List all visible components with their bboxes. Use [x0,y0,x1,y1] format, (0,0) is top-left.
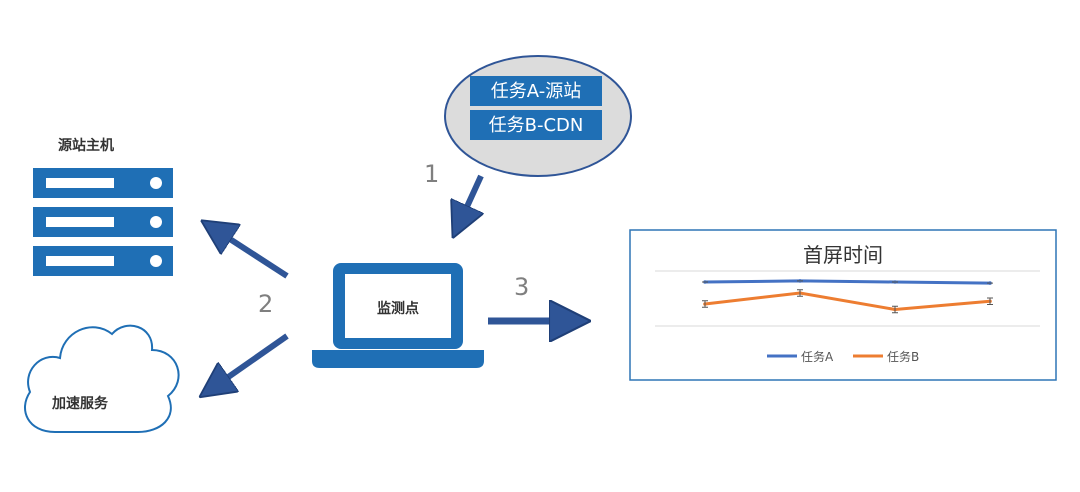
arrow-monitor-to-cdn [214,333,289,387]
chart-title: 首屏时间 [803,243,883,267]
origin-host: 源站主机 [33,137,173,276]
error-bar [987,297,993,306]
step-1-label: 1 [424,160,439,188]
acceleration-service-label: 加速服务 [51,395,109,412]
task-a-box [470,76,602,106]
step-3-label: 3 [514,273,529,301]
legend-label-a: 任务A [801,349,834,364]
arrow-task-to-monitor [460,174,481,222]
chart-legend: 任务A 任务B [767,349,919,364]
task-a-label: 任务A-源站 [491,81,581,102]
origin-host-label: 源站主机 [58,137,114,154]
acceleration-service: 加速服务 [24,324,180,433]
legend-label-b: 任务B [887,349,919,364]
task-b-label: 任务B-CDN [489,115,584,136]
error-bar [702,300,708,308]
laptop-icon [312,263,484,368]
cloud-icon [24,324,180,433]
monitor-point-label: 监测点 [377,300,419,317]
error-bar [797,289,803,297]
step-2-label: 2 [258,290,273,318]
chart-marks [702,279,993,314]
arrow-monitor-to-origin [216,230,289,279]
chart-panel: 首屏时间 任务A 任务B [629,229,1057,381]
series-line-a [704,279,991,285]
error-bar [892,305,898,314]
task-b-box [470,110,602,140]
task-bubble: 任务A-源站 任务B-CDN [444,55,632,177]
series-line-b [704,291,991,312]
monitor-point: 监测点 [312,263,484,368]
server-icon [33,168,173,276]
